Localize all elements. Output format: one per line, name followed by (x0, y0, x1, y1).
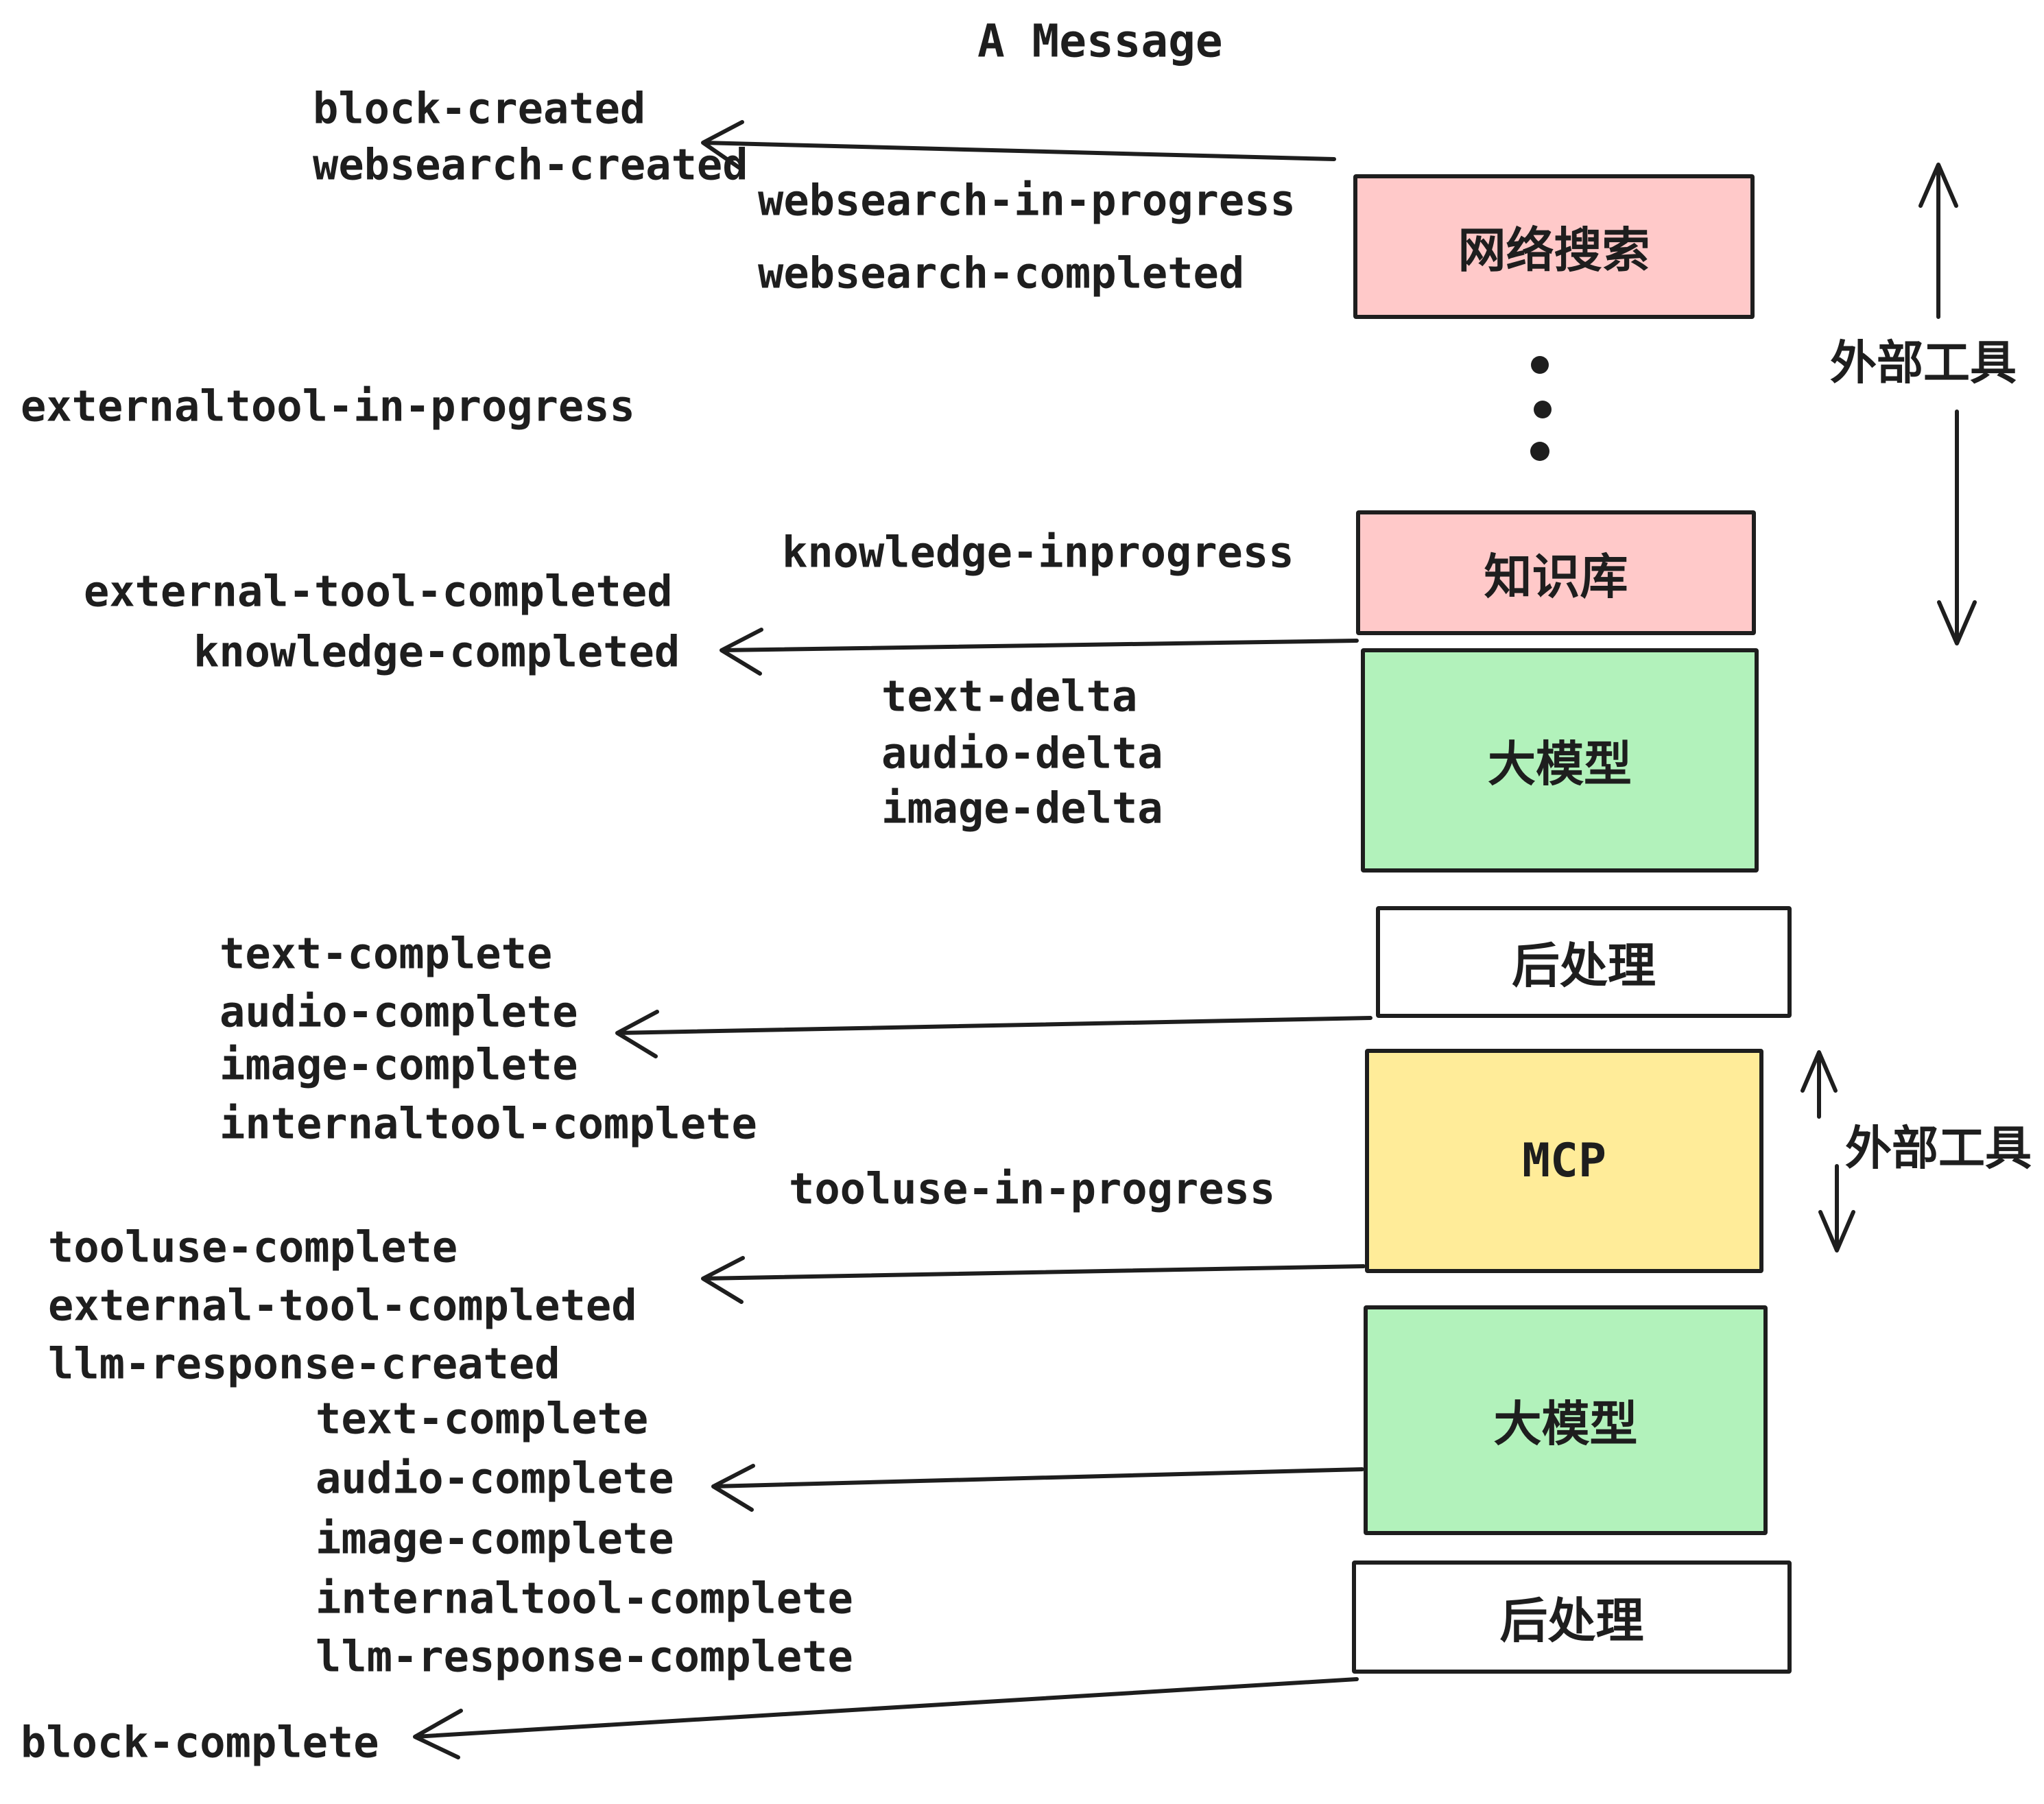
stage-label-mcp: MCP (1522, 1134, 1606, 1188)
event-external-tool-completed-2: external-tool-completed (48, 1280, 637, 1331)
event-text-complete-1: text-complete (219, 928, 553, 979)
event-llm-response-complete: llm-response-complete (316, 1631, 853, 1682)
arrow-to-block-complete (413, 1677, 1359, 1759)
event-external-tool-completed-1: external-tool-completed (84, 566, 673, 617)
event-image-complete-2: image-complete (316, 1513, 674, 1564)
event-knowledge-completed: knowledge-completed (193, 626, 680, 677)
arrow-to-tooluse-complete (701, 1256, 1366, 1304)
event-block-created: block-created (313, 83, 646, 134)
event-audio-delta-1: audio-delta (881, 728, 1163, 779)
event-llm-response-created: llm-response-created (48, 1338, 560, 1389)
event-audio-complete-2: audio-complete (316, 1453, 674, 1504)
event-websearch-completed: websearch-completed (758, 248, 1245, 298)
event-tooluse-in-progress: tooluse-in-progress (789, 1163, 1276, 1214)
event-internaltool-complete-1: internaltool-complete (219, 1098, 757, 1149)
stage-box-llm-bottom: 大模型 (1364, 1305, 1768, 1535)
event-image-delta-1: image-delta (881, 783, 1163, 833)
stage-label-postprocess-bottom: 后处理 (1499, 1593, 1644, 1649)
event-websearch-created: websearch-created (313, 139, 748, 190)
external-tools-mid-up-arrow (1801, 1050, 1838, 1119)
external-tools-mid-down-arrow (1818, 1164, 1855, 1253)
stage-label-llm-bottom: 大模型 (1493, 1396, 1638, 1452)
event-text-delta-1: text-delta (881, 671, 1138, 722)
event-block-complete: block-complete (21, 1717, 379, 1768)
event-audio-complete-1: audio-complete (219, 986, 578, 1037)
event-image-complete-1: image-complete (219, 1039, 578, 1090)
stage-label-postprocess-top: 后处理 (1512, 938, 1656, 994)
event-internaltool-complete-2: internaltool-complete (316, 1573, 853, 1624)
stage-box-websearch: 网络搜索 (1353, 174, 1755, 319)
diagram-title: A Message (977, 14, 1223, 68)
stage-label-websearch: 网络搜索 (1458, 222, 1650, 278)
external-tools-top-down-arrow (1937, 410, 1977, 645)
stage-label-knowledge: 知识库 (1484, 548, 1628, 605)
event-websearch-in-progress: websearch-in-progress (758, 175, 1296, 226)
stage-box-knowledge: 知识库 (1356, 510, 1756, 635)
stage-box-postprocess-bottom: 后处理 (1352, 1560, 1792, 1674)
arrow-to-knowledge-completed (720, 628, 1359, 676)
stage-label-llm-top: 大模型 (1488, 736, 1632, 792)
arrow-to-websearch-created (701, 120, 1336, 171)
event-knowledge-inprogress: knowledge-inprogress (782, 527, 1294, 578)
stage-box-llm-top: 大模型 (1361, 648, 1759, 873)
event-tooluse-complete: tooluse-complete (48, 1222, 458, 1272)
stage-box-mcp: MCP (1365, 1049, 1763, 1273)
external-tools-top-label: 外部工具 (1830, 336, 2017, 391)
arrow-to-audio-complete (711, 1464, 1364, 1512)
external-tools-mid-label: 外部工具 (1845, 1121, 2032, 1176)
event-text-complete-2: text-complete (316, 1393, 649, 1444)
stage-box-postprocess-top: 后处理 (1376, 906, 1792, 1018)
ellipsis-dots-icon (1530, 356, 1552, 461)
arrow-to-image-complete (615, 1010, 1372, 1058)
event-externaltool-in-progress: externaltool-in-progress (21, 381, 635, 431)
external-tools-top-up-arrow (1918, 163, 1958, 319)
